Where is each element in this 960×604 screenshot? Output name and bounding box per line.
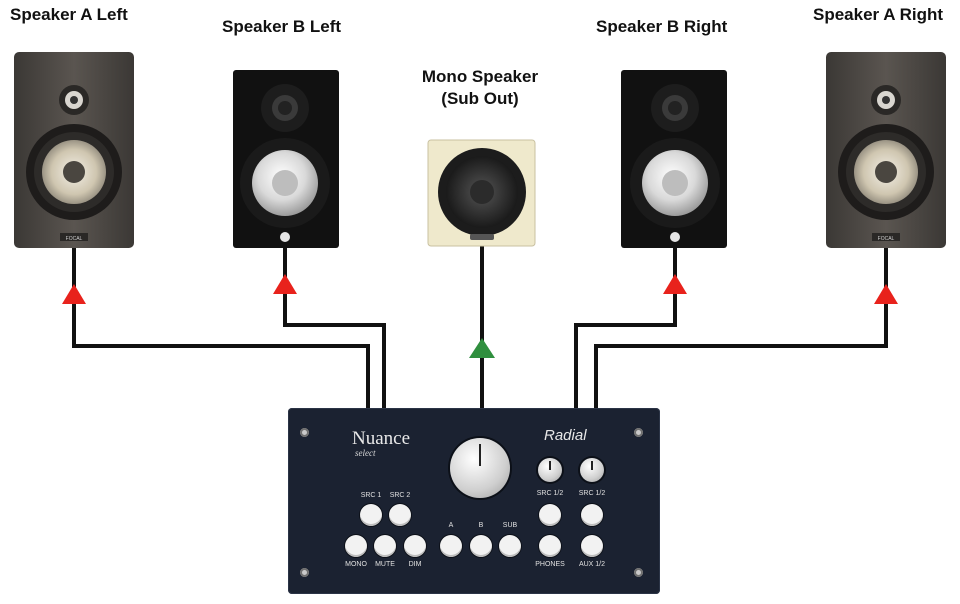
src1-button[interactable] [360, 504, 382, 526]
screw-icon [300, 428, 309, 437]
arrow-up-icon [273, 274, 297, 294]
label-speaker-a-left: Speaker A Left [10, 5, 128, 24]
sub-button[interactable] [499, 535, 521, 557]
speaker-b-right-image [621, 70, 727, 248]
knob-label-src-left: SRC 1/2 [536, 490, 564, 497]
mono-button[interactable] [345, 535, 367, 557]
focal-badge-right: FOCAL [878, 236, 895, 242]
button-label-phones: PHONES [535, 561, 565, 568]
screw-icon [300, 568, 309, 577]
button-label-mono: MONO [345, 561, 367, 568]
label-mono-line1: Mono Speaker [421, 67, 539, 86]
speaker-a-button[interactable] [440, 535, 462, 557]
mute-button[interactable] [374, 535, 396, 557]
focal-badge-left: FOCAL [66, 236, 83, 242]
knob-pointer [549, 461, 551, 470]
wire-speaker-a-left [72, 248, 370, 410]
arrow-up-icon [469, 338, 495, 358]
label-speaker-a-right: Speaker A Right [813, 5, 944, 24]
arrow-up-icon [874, 284, 898, 304]
maker-logo: Radial [544, 427, 587, 444]
button-label-src1: SRC 1 [360, 492, 382, 499]
screw-icon [634, 428, 643, 437]
phones-src-button[interactable] [539, 504, 561, 526]
arrow-up-icon [62, 284, 86, 304]
wire-speaker-a-right [594, 248, 888, 410]
label-speaker-b-right: Speaker B Right [596, 17, 728, 36]
src2-button[interactable] [389, 504, 411, 526]
label-mono-speaker: Mono Speaker (Sub Out) [405, 66, 555, 110]
src-level-knob-left[interactable] [538, 458, 562, 482]
brand-logo: Nuance [352, 428, 411, 449]
button-label-aux: AUX 1/2 [578, 561, 606, 568]
brand-sub-logo: select [355, 448, 376, 458]
phones-button[interactable] [539, 535, 561, 557]
knob-pointer [591, 461, 593, 470]
button-label-src2: SRC 2 [389, 492, 411, 499]
button-label-sub: SUB [502, 522, 518, 529]
label-speaker-b-left: Speaker B Left [222, 17, 342, 36]
button-label-mute: MUTE [375, 561, 395, 568]
speaker-b-left-image [233, 70, 339, 248]
arrow-up-icon [663, 274, 687, 294]
wire-speaker-b-right [574, 248, 677, 410]
speaker-a-right-image [826, 52, 946, 248]
speaker-a-left-image [14, 52, 134, 248]
nuance-select-device: Nuance select Radial SRC 1/2 SRC 1/2 SRC… [288, 408, 660, 594]
main-volume-knob[interactable] [450, 438, 510, 498]
label-mono-line2: (Sub Out) [441, 89, 519, 108]
button-label-dim: DIM [408, 561, 422, 568]
mono-speaker-image [427, 139, 536, 247]
aux-button[interactable] [581, 535, 603, 557]
button-label-b: B [478, 522, 484, 529]
speaker-b-button[interactable] [470, 535, 492, 557]
knob-pointer [479, 444, 481, 466]
button-label-a: A [448, 522, 454, 529]
knob-label-src-right: SRC 1/2 [578, 490, 606, 497]
aux-src-button[interactable] [581, 504, 603, 526]
dim-button[interactable] [404, 535, 426, 557]
screw-icon [634, 568, 643, 577]
src-level-knob-right[interactable] [580, 458, 604, 482]
